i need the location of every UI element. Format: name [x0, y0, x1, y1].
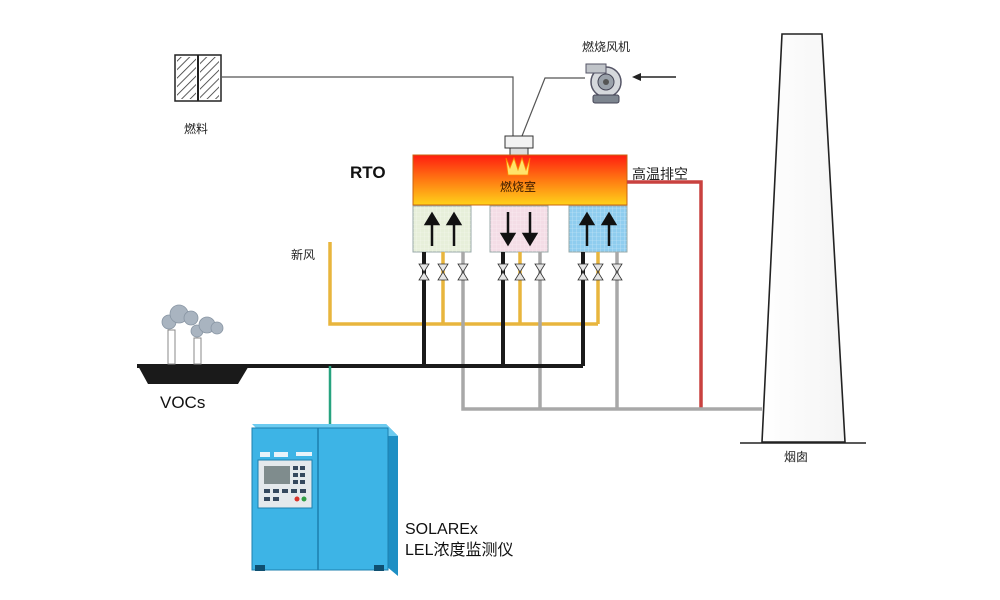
burner-fan-label: 燃烧风机	[582, 40, 631, 54]
fuel-tank-icon	[174, 54, 222, 102]
analyzer-name-label: SOLAREx	[405, 521, 478, 538]
fan-air-line	[521, 77, 585, 137]
regenerator-bed-3	[568, 205, 628, 253]
fresh-air-pipe	[328, 242, 598, 326]
flame-icon	[505, 156, 531, 176]
fan-inlet-arrow	[632, 73, 676, 81]
fresh-air-label: 新风	[291, 248, 316, 262]
bed-1-up-arrows	[423, 211, 463, 246]
voc-inlet-pipe	[137, 252, 585, 368]
burner-icon	[504, 135, 534, 156]
bed-2-down-arrows	[499, 212, 539, 247]
high-temp-exhaust-pipe	[627, 180, 703, 409]
fresh-air-branches	[441, 252, 600, 324]
burner-fan-icon	[585, 63, 622, 104]
outlet-branches	[538, 252, 619, 409]
valve-row	[418, 263, 623, 281]
regenerator-bed-2	[489, 205, 549, 253]
voc-source-icon	[137, 304, 250, 384]
chimney-stack	[740, 33, 866, 444]
chimney-label: 烟囱	[784, 450, 809, 464]
lel-analyzer-cabinet	[251, 424, 398, 576]
rto-label: RTO	[350, 163, 386, 182]
outlet-pipe	[461, 252, 762, 411]
high-temp-exhaust-label: 高温排空	[632, 167, 688, 183]
regenerator-bed-1	[412, 205, 472, 253]
fuel-line	[222, 76, 514, 136]
combustion-chamber-label: 燃烧室	[500, 180, 537, 194]
bed-3-up-arrows	[578, 211, 618, 246]
fuel-label: 燃料	[184, 122, 209, 136]
analyzer-desc-label: LEL浓度监测仪	[405, 542, 514, 559]
vocs-label: VOCs	[160, 393, 206, 412]
